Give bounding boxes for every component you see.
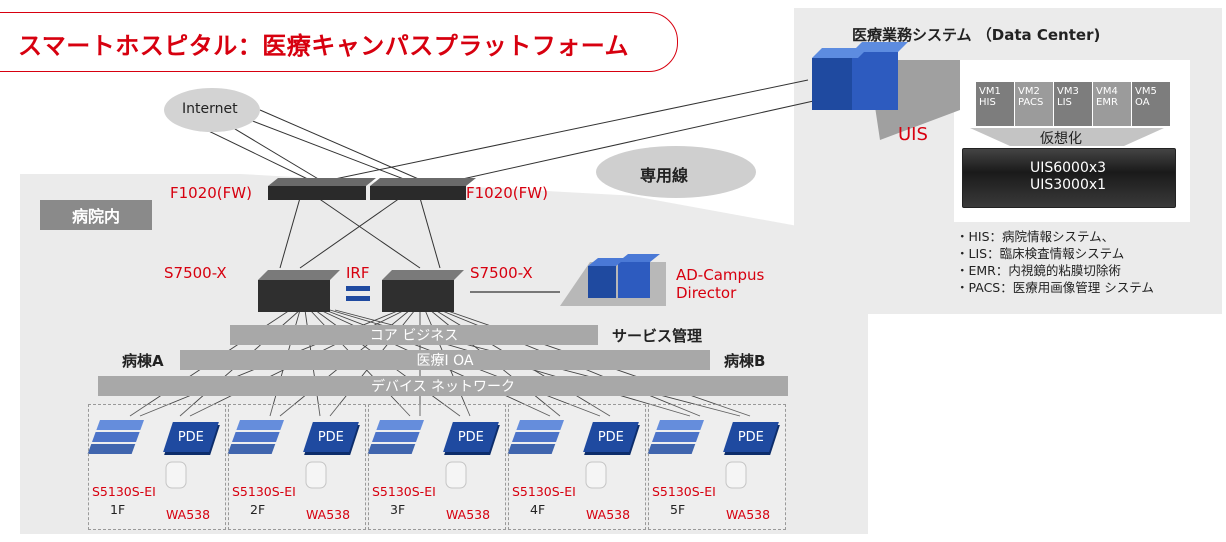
ap-label-2F: WA538 xyxy=(306,507,351,522)
internet-cloud xyxy=(164,88,260,132)
note-emr: ・EMR：内視鏡的粘膜切除術 xyxy=(956,263,1121,278)
pde-box-3F: PDE xyxy=(443,422,499,452)
access-switch-label-3F: S5130S-EI xyxy=(372,484,436,499)
bar-device-network: デバイス ネットワーク xyxy=(98,376,788,396)
note-pacs: ・PACS：医療用画像管理 システム xyxy=(956,280,1154,295)
ap-label-5F: WA538 xyxy=(726,507,771,522)
access-switch-stack xyxy=(87,420,144,454)
core-switch-label-right: S7500-X xyxy=(470,264,533,282)
leased-line-cloud xyxy=(596,146,756,198)
ward-b-label: 病棟B xyxy=(724,352,766,370)
server-label-2: UIS3000x1 xyxy=(1029,177,1107,193)
controller-label-line1: AD-Campus xyxy=(676,266,765,284)
irf-label: IRF xyxy=(346,264,370,282)
bar-medical-oa: 医療I OA xyxy=(180,350,710,370)
server-label-1: UIS6000x3 xyxy=(1029,160,1107,176)
bar-core-business: コア ビジネス xyxy=(230,325,598,345)
access-switch-stack xyxy=(227,420,284,454)
ap-icon-1F xyxy=(165,461,187,489)
ap-label-1F: WA538 xyxy=(166,507,211,522)
ap-label-4F: WA538 xyxy=(586,507,631,522)
server-rack xyxy=(962,148,1176,208)
virtualization-arrow xyxy=(970,128,1164,146)
pde-box-4F: PDE xyxy=(583,422,639,452)
leased-line-label: 専用線 xyxy=(640,166,689,185)
core-switch-2 xyxy=(382,270,464,312)
data-center-title: 医療業務システム （Data Center) xyxy=(852,26,1101,44)
pde-box-1F: PDE xyxy=(163,422,219,452)
internet-label: Internet xyxy=(182,101,238,117)
firewall-label-right: F1020(FW) xyxy=(466,184,548,202)
line-fw2-core2 xyxy=(419,197,441,269)
line-fw1-core2 xyxy=(317,197,421,269)
ward-a-label: 病棟A xyxy=(122,352,164,370)
floor-label-5F: 5F xyxy=(670,502,686,517)
line-fw2-core1 xyxy=(299,197,401,269)
line-internet-fw1 xyxy=(189,121,319,185)
ap-icon-2F xyxy=(305,461,327,489)
access-switch-stack xyxy=(367,420,424,454)
core-switch-label-left: S7500-X xyxy=(164,264,227,282)
controller-server-icon xyxy=(588,254,660,298)
floor-label-3F: 3F xyxy=(390,502,406,517)
page-title: スマートホスピタル：医療キャンパスプラットフォーム xyxy=(18,32,630,60)
access-switch-label-4F: S5130S-EI xyxy=(512,484,576,499)
ap-icon-5F xyxy=(725,461,747,489)
line-fw1-core1 xyxy=(279,197,301,269)
abbreviation-notes: ・HIS：病院情報システム、 ・LIS：臨床検査情報システム ・EMR：内視鏡的… xyxy=(956,228,1154,296)
access-switch-label-5F: S5130S-EI xyxy=(652,484,716,499)
irf-link-bottom xyxy=(346,296,370,301)
hospital-label: 病院内 xyxy=(40,200,152,230)
ap-icon-4F xyxy=(585,461,607,489)
title-box xyxy=(0,12,678,72)
access-points xyxy=(165,461,747,489)
ap-icon-3F xyxy=(445,461,467,489)
access-switch-label-2F: S5130S-EI xyxy=(232,484,296,499)
line-fw1-uis xyxy=(329,79,809,181)
access-switch-label-1F: S5130S-EI xyxy=(92,484,156,499)
uis-label: UIS xyxy=(898,124,928,145)
firewall-device-2 xyxy=(370,178,476,200)
access-switch-stack xyxy=(647,420,704,454)
controller-label-line2: Director xyxy=(676,284,737,302)
floor-label-1F: 1F xyxy=(110,502,126,517)
floor-box-2F xyxy=(228,404,366,530)
line-internet-fw2 xyxy=(229,125,331,187)
uis-server-icon xyxy=(812,42,908,110)
virtualization-label: 仮想化 xyxy=(1040,131,1082,147)
access-switch-stack xyxy=(507,420,564,454)
pde-box-5F: PDE xyxy=(723,422,779,452)
server-rack-labels: UIS6000x3 UIS3000x1 xyxy=(962,160,1174,194)
firewall-label-left: F1020(FW) xyxy=(170,184,252,202)
floor-label-2F: 2F xyxy=(250,502,266,517)
floor-label-4F: 4F xyxy=(530,502,546,517)
line-fw2-uis xyxy=(439,99,819,185)
access-devices xyxy=(87,420,704,454)
firewall-device-1 xyxy=(268,178,376,200)
pde-box-2F: PDE xyxy=(303,422,359,452)
note-lis: ・LIS：臨床検査情報システム xyxy=(956,246,1125,261)
core-switch-1 xyxy=(258,270,340,312)
ap-label-3F: WA538 xyxy=(446,507,491,522)
note-his: ・HIS：病院情報システム、 xyxy=(956,229,1115,244)
line-internet-fw1b xyxy=(249,119,423,187)
line-internet-fw2b xyxy=(259,109,431,185)
irf-link-top xyxy=(346,286,370,291)
service-management-label: サービス管理 xyxy=(612,327,703,345)
